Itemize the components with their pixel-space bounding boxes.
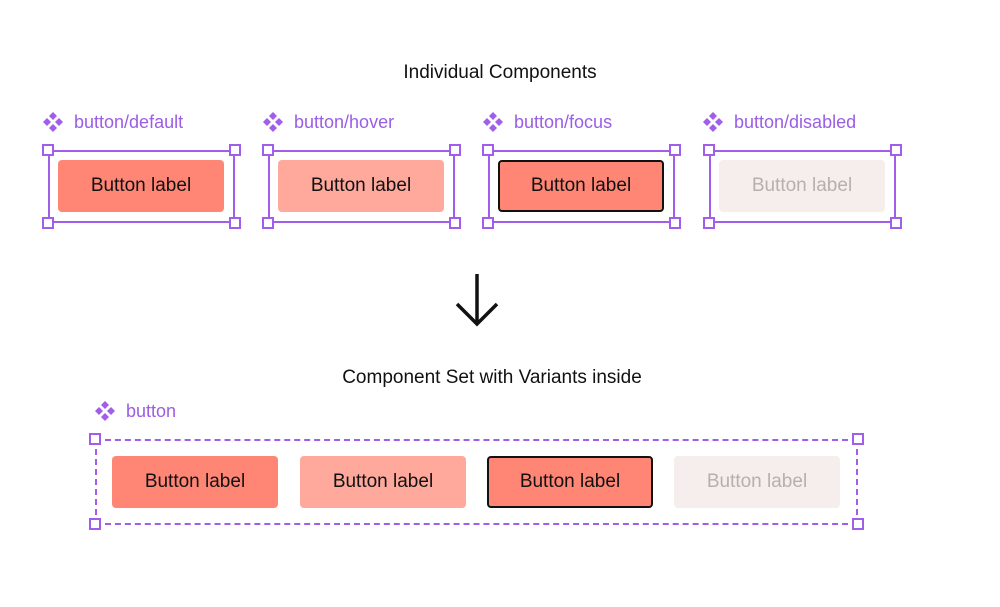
resize-handle <box>669 217 681 229</box>
resize-handle <box>703 217 715 229</box>
button-label: Button label <box>310 175 412 196</box>
arrow-down-icon <box>455 274 499 327</box>
resize-handle <box>703 144 715 156</box>
resize-handle <box>89 433 101 445</box>
button-default[interactable]: Button label <box>58 160 224 212</box>
button-label: Button label <box>144 471 246 492</box>
resize-handle <box>669 144 681 156</box>
component-set-frame <box>95 439 858 525</box>
resize-handle <box>890 144 902 156</box>
component-frame-disabled <box>709 150 896 223</box>
component-diamond-icon <box>43 112 63 132</box>
button-label: Button label <box>332 471 434 492</box>
button-label: Button label <box>90 175 192 196</box>
variant-button-focus[interactable]: Button label <box>487 456 653 508</box>
individual-components-heading: Individual Components <box>403 62 597 83</box>
resize-handle <box>42 217 54 229</box>
button-hover[interactable]: Button label <box>278 160 444 212</box>
resize-handle <box>449 217 461 229</box>
resize-handle <box>262 144 274 156</box>
resize-handle <box>890 217 902 229</box>
component-name: button/disabled <box>734 111 857 132</box>
component-set-heading: Component Set with Variants inside <box>342 367 642 388</box>
component-diamond-icon <box>263 112 283 132</box>
variant-button-default[interactable]: Button label <box>112 456 278 508</box>
button-focus[interactable]: Button label <box>498 160 664 212</box>
component-diamond-icon <box>483 112 503 132</box>
component-frame-hover <box>268 150 455 223</box>
component-label-default: button/default <box>42 111 183 133</box>
component-set-label: button <box>94 400 176 422</box>
resize-handle <box>229 217 241 229</box>
button-label: Button label <box>530 175 632 196</box>
resize-handle <box>449 144 461 156</box>
resize-handle <box>262 217 274 229</box>
component-name: button/hover <box>294 111 395 132</box>
resize-handle <box>852 518 864 530</box>
resize-handle <box>89 518 101 530</box>
resize-handle <box>482 144 494 156</box>
component-name: button/focus <box>514 111 613 132</box>
button-label: Button label <box>519 471 621 492</box>
component-diamond-icon <box>703 112 723 132</box>
component-frame-focus <box>488 150 675 223</box>
button-label: Button label <box>751 175 853 196</box>
component-label-hover: button/hover <box>262 111 394 133</box>
resize-handle <box>482 217 494 229</box>
resize-handle <box>42 144 54 156</box>
component-diamond-icon <box>95 401 115 421</box>
component-set-name: button <box>126 400 177 421</box>
component-label-disabled: button/disabled <box>702 111 856 133</box>
button-label: Button label <box>706 471 808 492</box>
variant-button-disabled: Button label <box>674 456 840 508</box>
resize-handle <box>229 144 241 156</box>
variant-button-hover[interactable]: Button label <box>300 456 466 508</box>
component-frame-default <box>48 150 235 223</box>
component-label-focus: button/focus <box>482 111 612 133</box>
component-name: button/default <box>74 111 184 132</box>
button-disabled: Button label <box>719 160 885 212</box>
resize-handle <box>852 433 864 445</box>
